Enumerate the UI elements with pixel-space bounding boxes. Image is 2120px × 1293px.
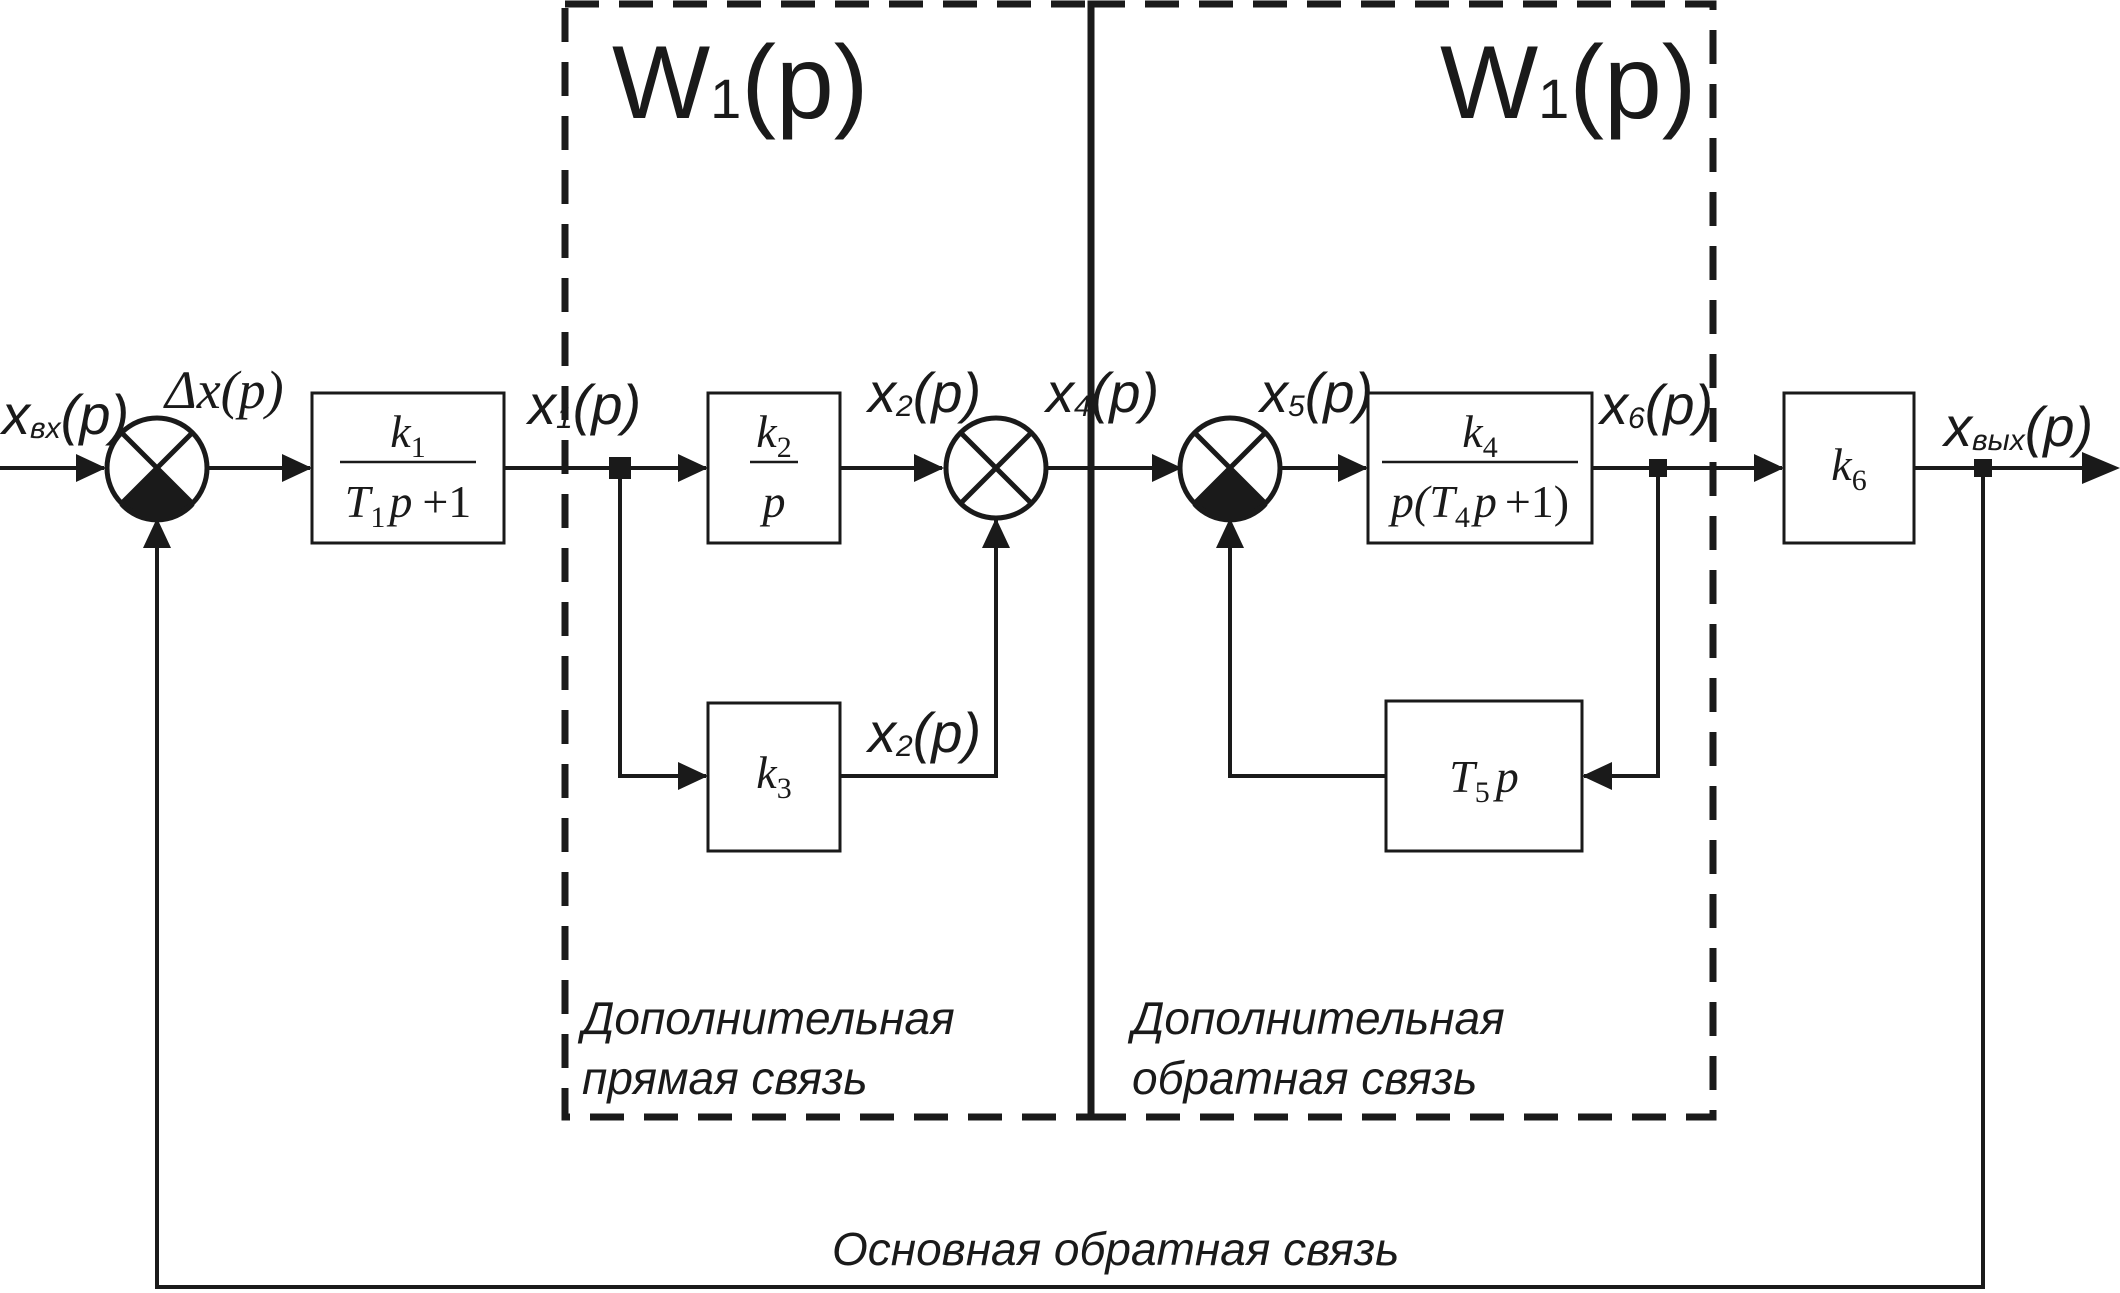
block-6: k6 xyxy=(1782,391,1916,545)
summing-junction-1 xyxy=(104,415,210,523)
signal-label-x1: x1(p) xyxy=(525,373,641,436)
arrow-sum3-b4 xyxy=(1338,454,1368,482)
arrow-sum1-b1 xyxy=(282,454,312,482)
arrow-x6-b5 xyxy=(1582,762,1612,790)
block-3: k3 xyxy=(706,701,842,853)
feedback-path-region xyxy=(1087,0,1717,1121)
arrow-b4-b6 xyxy=(1754,454,1784,482)
forward-region-caption-line1: Дополнительная xyxy=(577,992,955,1044)
wire-branch-b3 xyxy=(618,468,706,778)
svg-text:k2: k2 xyxy=(756,406,791,464)
svg-text:T1p+1: T1p+1 xyxy=(345,476,472,534)
arrow-input xyxy=(76,454,106,482)
takeoff-node-x1 xyxy=(609,457,631,479)
summing-junction-3 xyxy=(1177,415,1283,523)
arrow-b1-b2 xyxy=(678,454,708,482)
signal-label-x6: x6(p) xyxy=(1597,373,1713,436)
arrow-sum2-sum3 xyxy=(1152,454,1182,482)
signal-label-x2-low: x2(p) xyxy=(865,701,981,764)
svg-text:p(T4p+1): p(T4p+1) xyxy=(1388,476,1569,534)
signal-label-x-out: xвых(p) xyxy=(1941,395,2093,458)
svg-text:p: p xyxy=(760,476,786,527)
svg-text:k6: k6 xyxy=(1831,439,1866,497)
block-4: k4 p(T4p+1) xyxy=(1366,391,1594,545)
block-2: k2 p xyxy=(706,391,842,545)
svg-text:k3: k3 xyxy=(756,747,791,805)
signal-label-delta-x: Δx(p) xyxy=(163,360,284,420)
signal-label-x-in: xвх(p) xyxy=(0,383,129,446)
arrow-branch-b3 xyxy=(678,762,708,790)
takeoff-node-x6 xyxy=(1649,459,1667,477)
arrow-b2-sum2 xyxy=(914,454,944,482)
main-feedback-caption: Основная обратная связь xyxy=(832,1223,1399,1275)
signal-label-x2-top: x2(p) xyxy=(865,361,981,424)
summing-junction-2 xyxy=(943,415,1049,521)
wire-b5-sum3 xyxy=(1228,520,1386,778)
svg-text:T5p: T5p xyxy=(1449,751,1519,809)
forward-region-caption-line2: прямая связь xyxy=(582,1052,868,1104)
wire-b3-sum2 xyxy=(840,520,998,778)
wire-main-feedback xyxy=(155,468,1985,1289)
arrow-b5-sum3 xyxy=(1216,518,1244,548)
feedback-region-caption-line1: Дополнительная xyxy=(1127,992,1505,1044)
block-1: k1 T1p+1 xyxy=(310,391,506,545)
forward-region-title: W1(p) xyxy=(612,25,868,141)
arrow-b3-sum2 xyxy=(982,518,1010,548)
feedback-region-caption-line2: обратная связь xyxy=(1132,1052,1477,1104)
forward-path-region xyxy=(561,0,1095,1121)
arrow-output xyxy=(2082,452,2120,484)
svg-text:k1: k1 xyxy=(390,406,425,464)
svg-text:k4: k4 xyxy=(1462,406,1497,464)
arrow-main-feedback xyxy=(143,518,171,548)
wire-x6-b5 xyxy=(1584,468,1660,778)
takeoff-node-output xyxy=(1974,459,1992,477)
signal-label-x4: x4(p) xyxy=(1043,361,1159,424)
signal-label-x5: x5(p) xyxy=(1257,361,1373,424)
feedback-region-title: W1(p) xyxy=(1440,25,1696,141)
